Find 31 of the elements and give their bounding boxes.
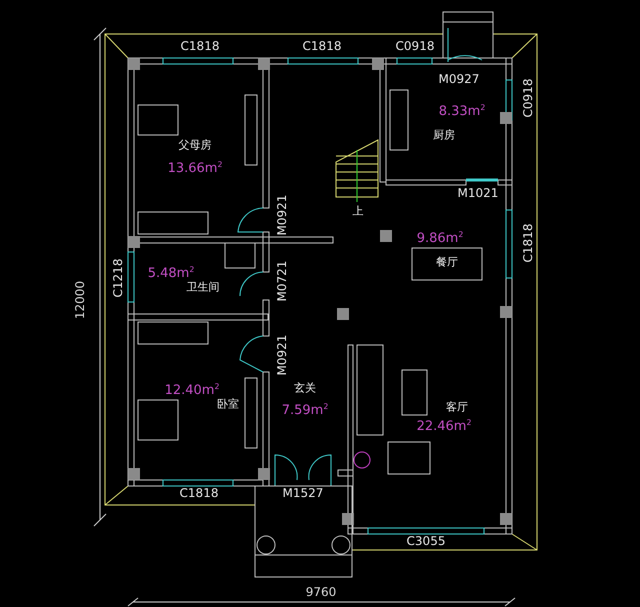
area-label: 5.48m$^{2}$ [148,266,194,280]
room-name: 父母房 [178,140,212,150]
window-code: C1818 [180,487,218,499]
window-code: C0918 [522,78,534,118]
door-code: M0921 [276,194,288,236]
room-name: 厨房 [433,130,455,140]
door-code: M1527 [282,487,324,499]
area-label: 7.59m$^{2}$ [282,403,328,417]
window-code: C1818 [302,40,342,52]
area-label: 22.46m$^{2}$ [416,419,472,433]
room-name: 客厅 [446,402,468,412]
area-label: 8.33m$^{2}$ [438,104,486,118]
window-code: C1818 [522,224,534,262]
window-code: C3055 [406,535,446,547]
dimension-value: 12000 [74,280,86,320]
window-code: C0918 [396,40,434,52]
dimension-value: 9760 [306,586,336,598]
stair-label: 上 [352,206,364,216]
door-code: M0921 [276,334,288,376]
window-code: C1218 [112,258,124,298]
area-label: 9.86m$^{2}$ [416,231,464,245]
area-label: 12.40m$^{2}$ [164,383,220,397]
door-code: M0721 [276,260,288,302]
door-code: M0927 [438,73,480,85]
door-code: M1021 [458,187,498,199]
window-code: C1818 [180,40,220,52]
room-name: 卫生间 [186,282,220,292]
room-name: 餐厅 [436,256,458,268]
room-name: 玄关 [294,382,316,394]
room-name: 卧室 [217,398,239,410]
area-label: 13.66m$^{2}$ [168,161,222,175]
